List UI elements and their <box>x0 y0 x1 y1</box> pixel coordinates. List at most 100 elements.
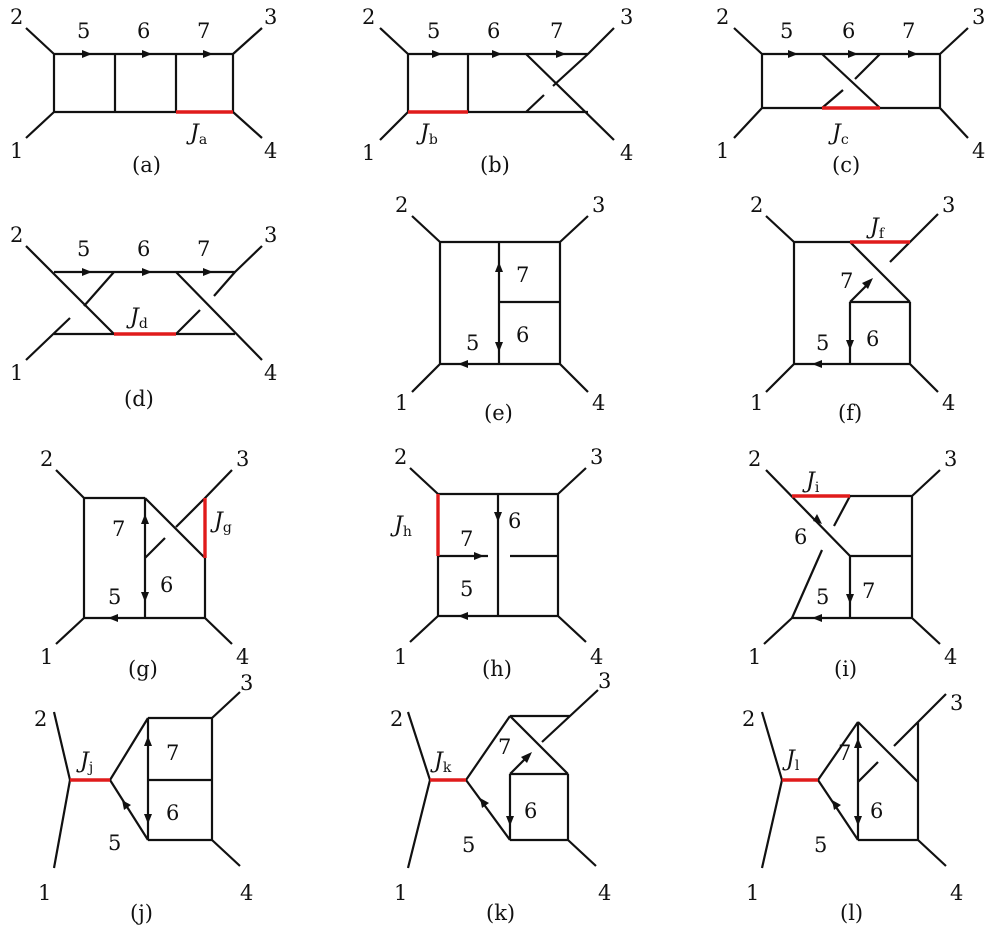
prop-label: 7 <box>840 269 853 293</box>
prop-label: 6 <box>524 799 537 823</box>
prop-label: 6 <box>870 799 883 823</box>
panel-caption: (f) <box>838 401 862 425</box>
arrow-icon <box>480 798 489 808</box>
prop-label: 6 <box>794 525 807 549</box>
arrow-icon <box>82 50 92 58</box>
prop-label: 7 <box>460 527 473 551</box>
prop-label: 5 <box>780 19 793 43</box>
arrow-icon <box>854 816 862 826</box>
prop-label: 6 <box>842 19 855 43</box>
integral-label: Ji <box>802 469 820 496</box>
integral-label: Jl <box>782 747 800 774</box>
prop-label: 5 <box>814 833 827 857</box>
prop-label: 7 <box>838 741 851 765</box>
integral-label: Jj <box>76 749 93 776</box>
panel-i: 1 2 3 4 5 6 7 Ji (i) <box>748 447 957 681</box>
arrow-icon <box>788 50 798 58</box>
ext-label: 2 <box>750 193 763 217</box>
arrow-icon <box>521 752 532 763</box>
arrow-icon <box>492 50 502 58</box>
ext-label: 2 <box>716 5 729 29</box>
ext-label: 4 <box>950 881 963 905</box>
integral-label: Jk <box>430 749 452 776</box>
ext-label: 1 <box>40 645 53 669</box>
ext-label: 1 <box>362 141 375 165</box>
ext-label: 4 <box>264 361 277 385</box>
panel-caption: (a) <box>132 153 161 177</box>
prop-label: 5 <box>460 577 473 601</box>
arrow-icon <box>812 360 822 368</box>
prop-label: 6 <box>866 327 879 351</box>
panel-caption: (h) <box>482 657 512 681</box>
integral-label: Jh <box>390 513 412 540</box>
panel-j: 1 2 3 4 5 6 7 Jj (j) <box>34 671 253 925</box>
prop-label: 5 <box>816 331 829 355</box>
prop-label: 7 <box>112 517 125 541</box>
ext-label: 2 <box>394 445 407 469</box>
integral-label: Jd <box>126 305 148 332</box>
panel-k: 1 2 3 4 5 6 7 Jk (k) <box>390 669 611 925</box>
prop-label: 7 <box>166 741 179 765</box>
ext-label: 2 <box>742 707 755 731</box>
prop-label: 5 <box>427 19 440 43</box>
ext-label: 3 <box>942 193 955 217</box>
arrow-icon <box>556 50 566 58</box>
prop-label: 6 <box>160 573 173 597</box>
ext-label: 1 <box>716 139 729 163</box>
arrow-icon <box>142 50 152 58</box>
arrow-icon <box>458 360 468 368</box>
arrow-icon <box>144 814 152 824</box>
arrow-icon <box>494 512 502 522</box>
prop-label: 7 <box>498 735 511 759</box>
arrow-icon <box>832 800 841 810</box>
arrow-icon <box>908 50 918 58</box>
ext-label: 4 <box>590 645 603 669</box>
ext-label: 1 <box>10 361 23 385</box>
ext-label: 2 <box>748 447 761 471</box>
ext-label: 2 <box>390 707 403 731</box>
ext-label: 4 <box>240 881 253 905</box>
ext-label: 4 <box>942 391 955 415</box>
ext-label: 2 <box>10 5 23 29</box>
integral-label: Ja <box>186 121 207 148</box>
panel-caption: (l) <box>840 901 863 925</box>
panel-caption: (g) <box>128 657 158 681</box>
ext-label: 3 <box>264 223 277 247</box>
arrow-icon <box>812 614 822 622</box>
arrow-icon <box>458 612 468 620</box>
integral-label: Jf <box>866 215 886 242</box>
arrow-icon <box>813 514 822 524</box>
arrow-icon <box>495 262 503 272</box>
arrow-icon <box>203 50 213 58</box>
ext-label: 3 <box>598 669 611 693</box>
prop-label: 6 <box>487 19 500 43</box>
ext-label: 1 <box>394 881 407 905</box>
arrow-icon <box>862 278 873 289</box>
panel-g: 1 2 3 4 5 6 7 Jg (g) <box>40 447 249 681</box>
arrow-icon <box>854 738 862 748</box>
arrow-icon <box>846 594 854 604</box>
arrow-icon <box>141 592 149 602</box>
ext-label: 1 <box>38 881 51 905</box>
panel-d: 1 2 3 4 5 6 7 Jd (d) <box>10 223 277 411</box>
ext-label: 4 <box>236 645 249 669</box>
ext-label: 2 <box>395 193 408 217</box>
ext-label: 2 <box>34 707 47 731</box>
ext-label: 3 <box>944 447 957 471</box>
panel-l: 1 2 3 4 5 6 7 Jl (l) <box>742 691 963 925</box>
ext-label: 4 <box>598 881 611 905</box>
ext-label: 3 <box>592 193 605 217</box>
prop-label: 5 <box>816 585 829 609</box>
ext-label: 1 <box>10 139 23 163</box>
ext-label: 4 <box>972 139 985 163</box>
panel-caption: (d) <box>124 387 154 411</box>
ext-label: 4 <box>944 645 957 669</box>
ext-label: 3 <box>950 691 963 715</box>
ext-label: 1 <box>394 645 407 669</box>
arrow-icon <box>141 514 149 524</box>
ext-label: 1 <box>746 881 759 905</box>
prop-label: 5 <box>77 19 90 43</box>
panel-a: 1 2 3 4 5 6 7 Ja (a) <box>10 5 277 177</box>
arrow-icon <box>506 816 514 826</box>
